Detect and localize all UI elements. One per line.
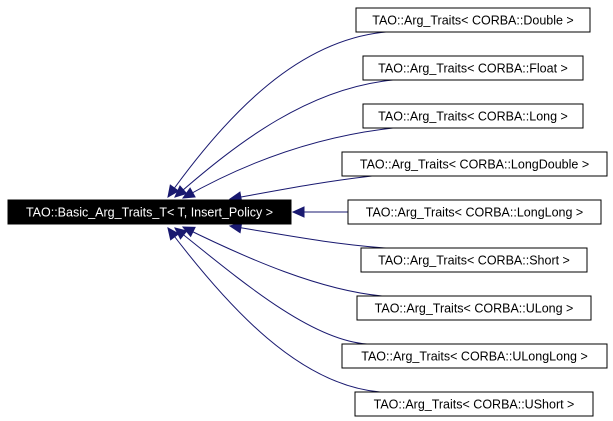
derived-class-box bbox=[341, 151, 608, 177]
derived-class-label: TAO::Arg_Traits< CORBA::LongLong > bbox=[366, 206, 583, 220]
base-class-label: TAO::Basic_Arg_Traits_T< T, Insert_Polic… bbox=[26, 206, 273, 220]
derived-class-node[interactable]: TAO::Arg_Traits< CORBA::Long > bbox=[362, 103, 584, 129]
base-class-box bbox=[7, 199, 292, 225]
derived-class-node[interactable]: TAO::Arg_Traits< CORBA::LongLong > bbox=[347, 199, 602, 225]
base-class-node[interactable]: TAO::Basic_Arg_Traits_T< T, Insert_Polic… bbox=[7, 199, 292, 225]
derived-class-box bbox=[356, 295, 592, 321]
inheritance-edge bbox=[174, 79, 394, 198]
derived-class-node[interactable]: TAO::Arg_Traits< CORBA::Short > bbox=[360, 247, 588, 273]
derived-class-label: TAO::Arg_Traits< CORBA::UShort > bbox=[374, 398, 575, 412]
inheritance-edge bbox=[182, 226, 383, 297]
derived-class-node[interactable]: TAO::Arg_Traits< CORBA::Float > bbox=[362, 55, 584, 81]
derived-class-box bbox=[362, 55, 584, 81]
derived-class-label: TAO::Arg_Traits< CORBA::Double > bbox=[372, 14, 573, 28]
derived-class-label: TAO::Arg_Traits< CORBA::LongDouble > bbox=[360, 158, 589, 172]
derived-class-node[interactable]: TAO::Arg_Traits< CORBA::LongDouble > bbox=[341, 151, 608, 177]
derived-class-box bbox=[347, 199, 602, 225]
arrowhead-icon bbox=[167, 227, 180, 241]
inheritance-edge bbox=[174, 227, 368, 345]
arrowhead-icon bbox=[291, 206, 305, 218]
derived-class-label: TAO::Arg_Traits< CORBA::ULong > bbox=[375, 302, 574, 316]
derived-class-nodes: TAO::Arg_Traits< CORBA::Double >TAO::Arg… bbox=[341, 7, 608, 417]
inheritance-edge bbox=[167, 227, 381, 393]
derived-class-label: TAO::Arg_Traits< CORBA::Short > bbox=[378, 254, 570, 268]
arrowhead-icon bbox=[181, 187, 196, 199]
inheritance-edge bbox=[182, 127, 394, 199]
derived-class-box bbox=[354, 391, 594, 417]
arrowhead-icon bbox=[181, 226, 196, 238]
arrowhead-icon bbox=[167, 184, 180, 198]
derived-class-box bbox=[341, 343, 608, 369]
derived-class-box bbox=[355, 7, 591, 33]
derived-class-node[interactable]: TAO::Arg_Traits< CORBA::ULong > bbox=[356, 295, 592, 321]
derived-class-node[interactable]: TAO::Arg_Traits< CORBA::Double > bbox=[355, 7, 591, 33]
derived-class-label: TAO::Arg_Traits< CORBA::Float > bbox=[378, 62, 568, 76]
arrowhead-icon bbox=[174, 185, 188, 198]
inheritance-edge bbox=[167, 31, 387, 198]
derived-class-box bbox=[362, 103, 584, 129]
inheritance-edge bbox=[229, 175, 373, 200]
derived-class-node[interactable]: TAO::Arg_Traits< CORBA::ULongLong > bbox=[341, 343, 608, 369]
derived-class-box bbox=[360, 247, 588, 273]
inheritance-edge bbox=[229, 225, 387, 249]
derived-class-node[interactable]: TAO::Arg_Traits< CORBA::UShort > bbox=[354, 391, 594, 417]
derived-class-label: TAO::Arg_Traits< CORBA::ULongLong > bbox=[361, 350, 588, 364]
derived-class-label: TAO::Arg_Traits< CORBA::Long > bbox=[378, 110, 568, 124]
